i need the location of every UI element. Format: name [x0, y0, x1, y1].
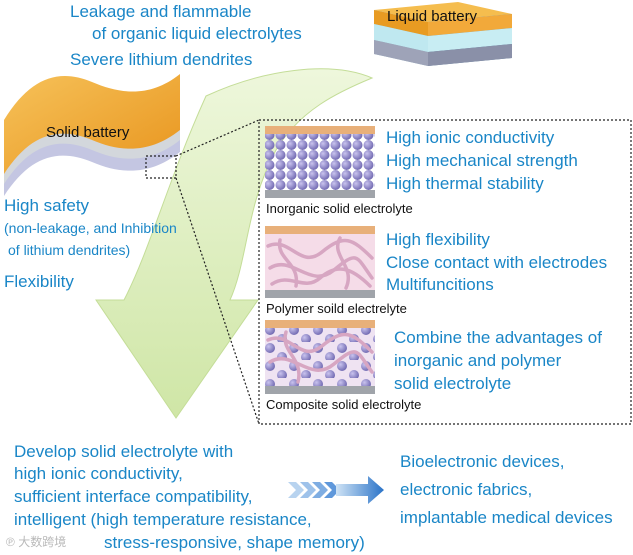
flexibility-label: Flexibility [4, 272, 74, 291]
liquid-battery-graphic [374, 2, 512, 66]
safety-detail-2: of lithium dendrites) [8, 242, 131, 258]
goal-line-4: intelligent (high temperature resistance… [14, 510, 312, 529]
application-line-2: electronic fabrics, [400, 480, 533, 499]
inorganic-feature-2: High mechanical strength [386, 151, 578, 170]
watermark-logo-icon: ℗ [6, 535, 19, 549]
composite-electrolyte-graphic [265, 320, 375, 394]
polymer-feature-3: Multifuncitions [386, 275, 494, 294]
polymer-feature-1: High flexibility [386, 230, 490, 249]
curved-arrow [95, 68, 374, 419]
goal-line-5: stress-responsive, shape memory) [104, 533, 365, 552]
zoom-frame [175, 119, 632, 425]
inorganic-feature-3: High thermal stability [386, 174, 544, 193]
top-issue-line-1: Leakage and flammable [70, 2, 252, 21]
goal-line-3: sufficient interface compatibility, [14, 487, 253, 506]
polymer-name: Polymer soild electrelyte [266, 301, 407, 316]
goal-line-2: high ionic conductivity, [14, 464, 183, 483]
safety-detail-1: (non-leakage, and Inhibition [4, 220, 177, 236]
application-line-3: implantable medical devices [400, 508, 613, 527]
goal-line-1: Develop solid electrolyte with [14, 442, 234, 461]
polymer-electrolyte-graphic [265, 226, 375, 298]
top-issue-line-2: of organic liquid electrolytes [92, 24, 302, 43]
chevron-arrow [288, 476, 384, 504]
liquid-battery-label: Liquid battery [387, 8, 478, 25]
inorganic-electrolyte-graphic [265, 126, 375, 198]
inorganic-feature-1: High ionic conductivity [386, 128, 555, 147]
solid-battery-label: Solid battery [46, 124, 130, 141]
polymer-feature-2: Close contact with electrodes [386, 253, 608, 272]
inorganic-name: Inorganic solid electrolyte [266, 201, 413, 216]
watermark: ℗ 大数跨境 [6, 535, 67, 550]
composite-name: Composite solid electrolyte [266, 397, 422, 412]
top-issue-line-3: Severe lithium dendrites [70, 50, 253, 69]
application-line-1: Bioelectronic devices, [400, 452, 565, 471]
composite-feature-2: inorganic and polymer [394, 351, 562, 370]
watermark-text: 大数跨境 [18, 535, 67, 549]
composite-feature-1: Combine the advantages of [394, 328, 602, 347]
composite-feature-3: solid electrolyte [394, 374, 512, 393]
safety-label: High safety [4, 196, 90, 215]
solid-battery-graphic [4, 74, 180, 196]
